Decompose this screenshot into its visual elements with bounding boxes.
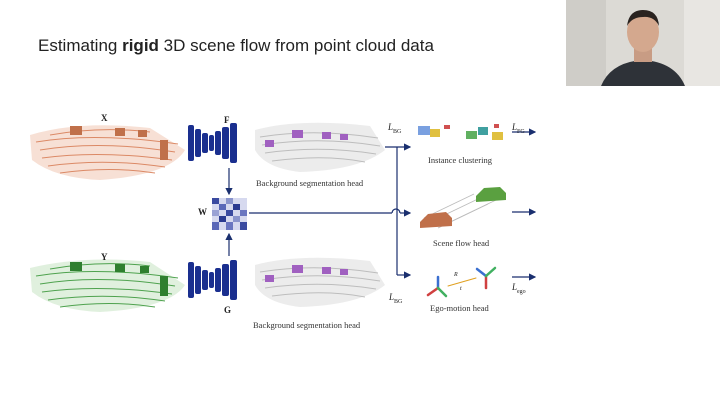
loss-bg-top: LBG — [388, 122, 402, 135]
label-ego-motion-head: Ego-motion head — [430, 303, 489, 313]
presenter-webcam — [566, 0, 720, 86]
label-rotation: R — [454, 272, 458, 278]
correspondence-matrix-w — [212, 198, 247, 230]
encoder-network-f — [188, 123, 237, 163]
flow-arrows — [225, 128, 537, 281]
slide-title: Estimating rigid 3D scene flow from poin… — [38, 36, 434, 55]
encoder-network-g — [188, 260, 237, 300]
presenter-image — [566, 0, 720, 86]
instance-clusters — [418, 124, 503, 140]
target-point-cloud — [30, 259, 185, 312]
loss-ego: Lego — [512, 282, 526, 295]
ego-motion-frames — [426, 266, 497, 298]
source-point-cloud — [30, 125, 185, 180]
loss-bg-bottom: LBG — [389, 292, 403, 305]
scene-flow-cars — [420, 187, 506, 229]
symbol-y: Y — [101, 252, 108, 262]
symbol-f: F — [224, 115, 230, 125]
symbol-w: W — [198, 207, 207, 217]
label-instance-clustering: Instance clustering — [428, 155, 492, 165]
segmented-cloud-top — [255, 122, 385, 172]
label-bg-seg-head-top: Background segmentation head — [256, 178, 364, 188]
symbol-g: G — [224, 305, 232, 315]
label-translation: t — [460, 286, 462, 292]
loss-fg: LFG — [512, 122, 525, 135]
label-scene-flow-head: Scene flow head — [433, 238, 490, 248]
label-bg-seg-head-bottom: Background segmentation head — [253, 320, 361, 330]
segmented-cloud-bottom — [255, 257, 385, 307]
symbol-x: X — [101, 113, 108, 123]
